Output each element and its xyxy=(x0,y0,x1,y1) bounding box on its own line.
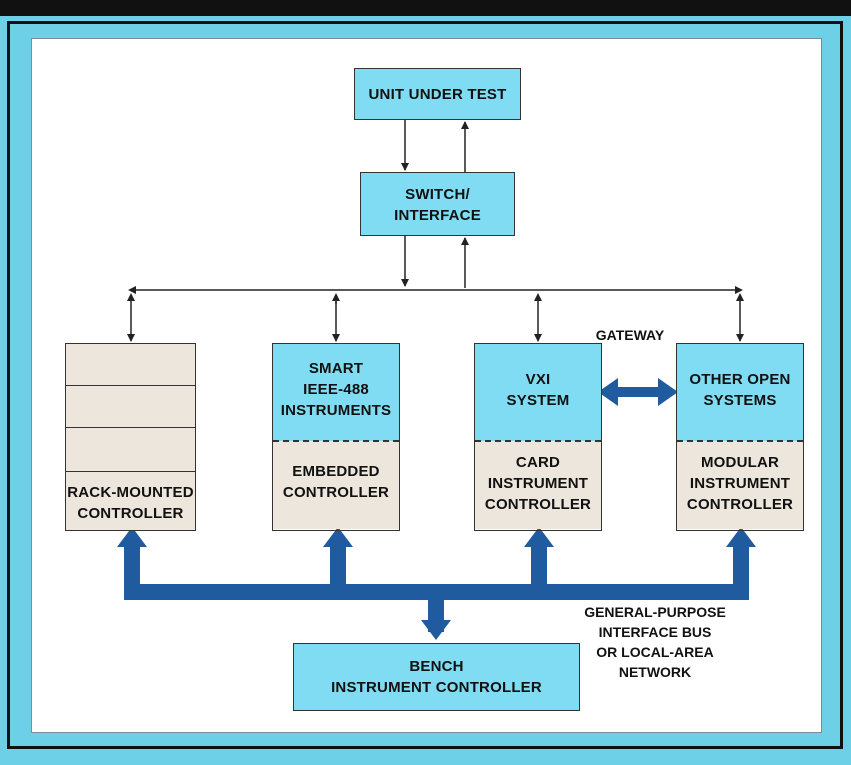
smart-instruments-box: SMART IEEE-488 INSTRUMENTS EMBEDDED CONT… xyxy=(272,343,400,531)
gateway-label: GATEWAY xyxy=(580,325,680,345)
modular-controller-label: MODULAR INSTRUMENT CONTROLLER xyxy=(677,452,803,515)
rack-mounted-controller-label: RACK-MOUNTED CONTROLLER xyxy=(66,482,195,524)
bench-controller-box: BENCH INSTRUMENT CONTROLLER xyxy=(293,643,580,711)
vxi-system-label: VXI SYSTEM xyxy=(475,369,601,411)
card-controller-label: CARD INSTRUMENT CONTROLLER xyxy=(475,452,601,515)
rack-mounted-controller-box: RACK-MOUNTED CONTROLLER xyxy=(65,343,196,531)
other-open-systems-box: OTHER OPEN SYSTEMS MODULAR INSTRUMENT CO… xyxy=(676,343,804,531)
switch-interface-box: SWITCH/ INTERFACE xyxy=(360,172,515,236)
switch-interface-label: SWITCH/ INTERFACE xyxy=(361,184,514,226)
other-open-systems-label: OTHER OPEN SYSTEMS xyxy=(677,369,803,411)
embedded-controller-label: EMBEDDED CONTROLLER xyxy=(273,461,399,503)
unit-under-test-label: UNIT UNDER TEST xyxy=(355,84,520,105)
smart-instruments-label: SMART IEEE-488 INSTRUMENTS xyxy=(273,358,399,421)
distribution-left-arrowhead xyxy=(128,286,136,294)
smart-divider xyxy=(273,440,399,442)
open-divider xyxy=(677,440,803,442)
gateway-double-arrow xyxy=(598,378,678,406)
unit-under-test-box: UNIT UNDER TEST xyxy=(354,68,521,120)
distribution-right-arrowhead xyxy=(735,286,743,294)
vxi-system-box: VXI SYSTEM CARD INSTRUMENT CONTROLLER xyxy=(474,343,602,531)
vxi-divider xyxy=(475,440,601,442)
bench-controller-label: BENCH INSTRUMENT CONTROLLER xyxy=(294,656,579,698)
bus-label: GENERAL-PURPOSE INTERFACE BUS OR LOCAL-A… xyxy=(580,602,730,682)
